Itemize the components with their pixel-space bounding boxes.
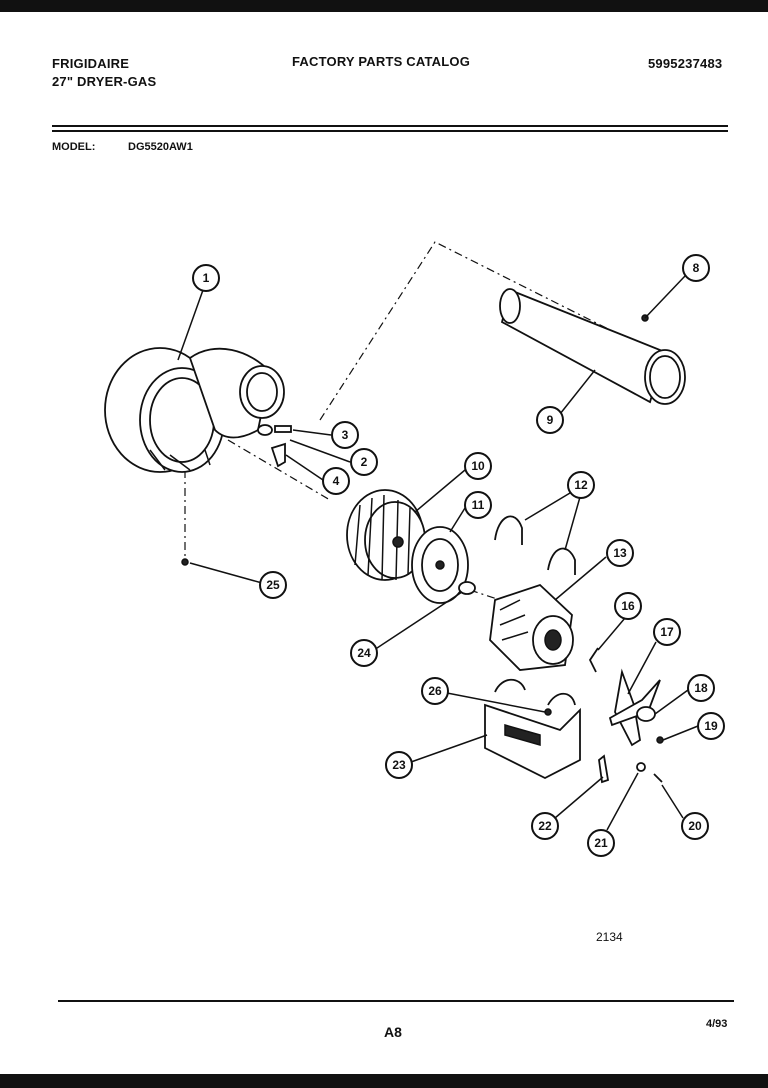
mount-screw-part [544, 708, 552, 716]
assembly-line-duct [319, 241, 651, 421]
callout-23: 23 [385, 751, 413, 779]
leader-20 [661, 784, 684, 819]
leader-22 [554, 776, 604, 819]
top-border-bar [0, 0, 768, 12]
catalog-date: 4/93 [706, 1018, 728, 1030]
callout-label: 20 [688, 819, 702, 833]
callout-label: 9 [547, 413, 554, 427]
callout-4: 4 [322, 467, 350, 495]
callout-label: 26 [428, 684, 442, 698]
callout-label: 18 [694, 681, 708, 695]
callout-label: 3 [342, 428, 349, 442]
callout-label: 8 [693, 261, 700, 275]
drawing-number: 2134 [596, 930, 623, 944]
leader-12a [524, 492, 571, 521]
motor-clamp-part [458, 581, 476, 595]
callout-20: 20 [681, 812, 709, 840]
leader-17 [627, 641, 657, 695]
callout-3: 3 [331, 421, 359, 449]
leader-24 [373, 591, 463, 651]
leader-25 [189, 562, 263, 584]
callout-16: 16 [614, 592, 642, 620]
callout-18: 18 [687, 674, 715, 702]
clip-hardware-part [257, 424, 292, 468]
callout-label: 2 [361, 455, 368, 469]
assembly-line-blower [227, 439, 331, 501]
callout-label: 11 [472, 498, 485, 512]
catalog-title: FACTORY PARTS CATALOG [292, 54, 471, 69]
leader-26 [446, 692, 546, 713]
idler-arm-part [608, 668, 664, 747]
blower-housing-part [104, 347, 285, 473]
leader-1 [177, 289, 204, 361]
brand-name: FRIGIDAIRE [52, 56, 130, 71]
callout-17: 17 [653, 618, 681, 646]
header-rule-top [52, 125, 728, 127]
idler-pulley-washer-part [636, 762, 646, 772]
leader-19 [662, 725, 699, 741]
drive-motor-part [489, 583, 574, 671]
callout-24: 24 [350, 639, 378, 667]
model-label: MODEL: [52, 141, 96, 153]
callout-1: 1 [192, 264, 220, 292]
catalog-part-number: 5995237483 [648, 56, 723, 71]
leader-18 [654, 689, 689, 715]
idler-screw-part [653, 773, 663, 783]
callout-12: 12 [567, 471, 595, 499]
spring-clip-part [588, 647, 599, 673]
callout-label: 1 [203, 271, 210, 285]
blower-wheel-part [346, 489, 426, 581]
callout-2: 2 [350, 448, 378, 476]
callout-8: 8 [682, 254, 710, 282]
pulley-part [411, 526, 469, 604]
callout-11: 11 [464, 491, 492, 519]
leader-8 [644, 275, 686, 319]
header-rule-bottom [52, 130, 728, 132]
callout-22: 22 [531, 812, 559, 840]
leader-4 [285, 454, 324, 481]
leader-10 [414, 469, 466, 513]
model-number: DG5520AW1 [128, 141, 193, 153]
leader-23 [410, 734, 488, 763]
motor-mount-clamps-part [494, 515, 576, 575]
leader-13 [554, 556, 607, 601]
callout-label: 12 [574, 478, 588, 492]
callout-label: 23 [392, 758, 406, 772]
callout-19: 19 [697, 712, 725, 740]
leader-12b [564, 496, 581, 551]
leader-3 [292, 429, 332, 436]
callout-label: 13 [613, 546, 627, 560]
callout-label: 17 [660, 625, 674, 639]
leader-21 [606, 772, 639, 831]
callout-25: 25 [259, 571, 287, 599]
bottom-border-bar [0, 1074, 768, 1088]
callout-13: 13 [606, 539, 634, 567]
product-type: 27" DRYER-GAS [52, 74, 157, 89]
motor-mount-bracket-part [484, 678, 581, 780]
callout-label: 24 [357, 646, 371, 660]
page-number: A8 [384, 1024, 402, 1040]
assembly-line-motor [469, 589, 501, 601]
callout-label: 10 [471, 459, 485, 473]
footer-rule [58, 1000, 734, 1002]
leader-2 [289, 439, 351, 463]
leader-9 [559, 369, 596, 415]
callout-26: 26 [421, 677, 449, 705]
leader-11 [449, 507, 466, 533]
idler-spring-part [598, 754, 610, 784]
mounting-screw-part [181, 558, 189, 566]
leader-16 [597, 617, 626, 651]
callout-label: 21 [594, 836, 608, 850]
exhaust-duct-part [499, 288, 686, 405]
callout-label: 25 [266, 578, 280, 592]
callout-label: 16 [621, 599, 635, 613]
callout-label: 4 [333, 474, 340, 488]
callout-21: 21 [587, 829, 615, 857]
callout-9: 9 [536, 406, 564, 434]
callout-label: 19 [704, 719, 718, 733]
callout-10: 10 [464, 452, 492, 480]
callout-label: 22 [538, 819, 552, 833]
